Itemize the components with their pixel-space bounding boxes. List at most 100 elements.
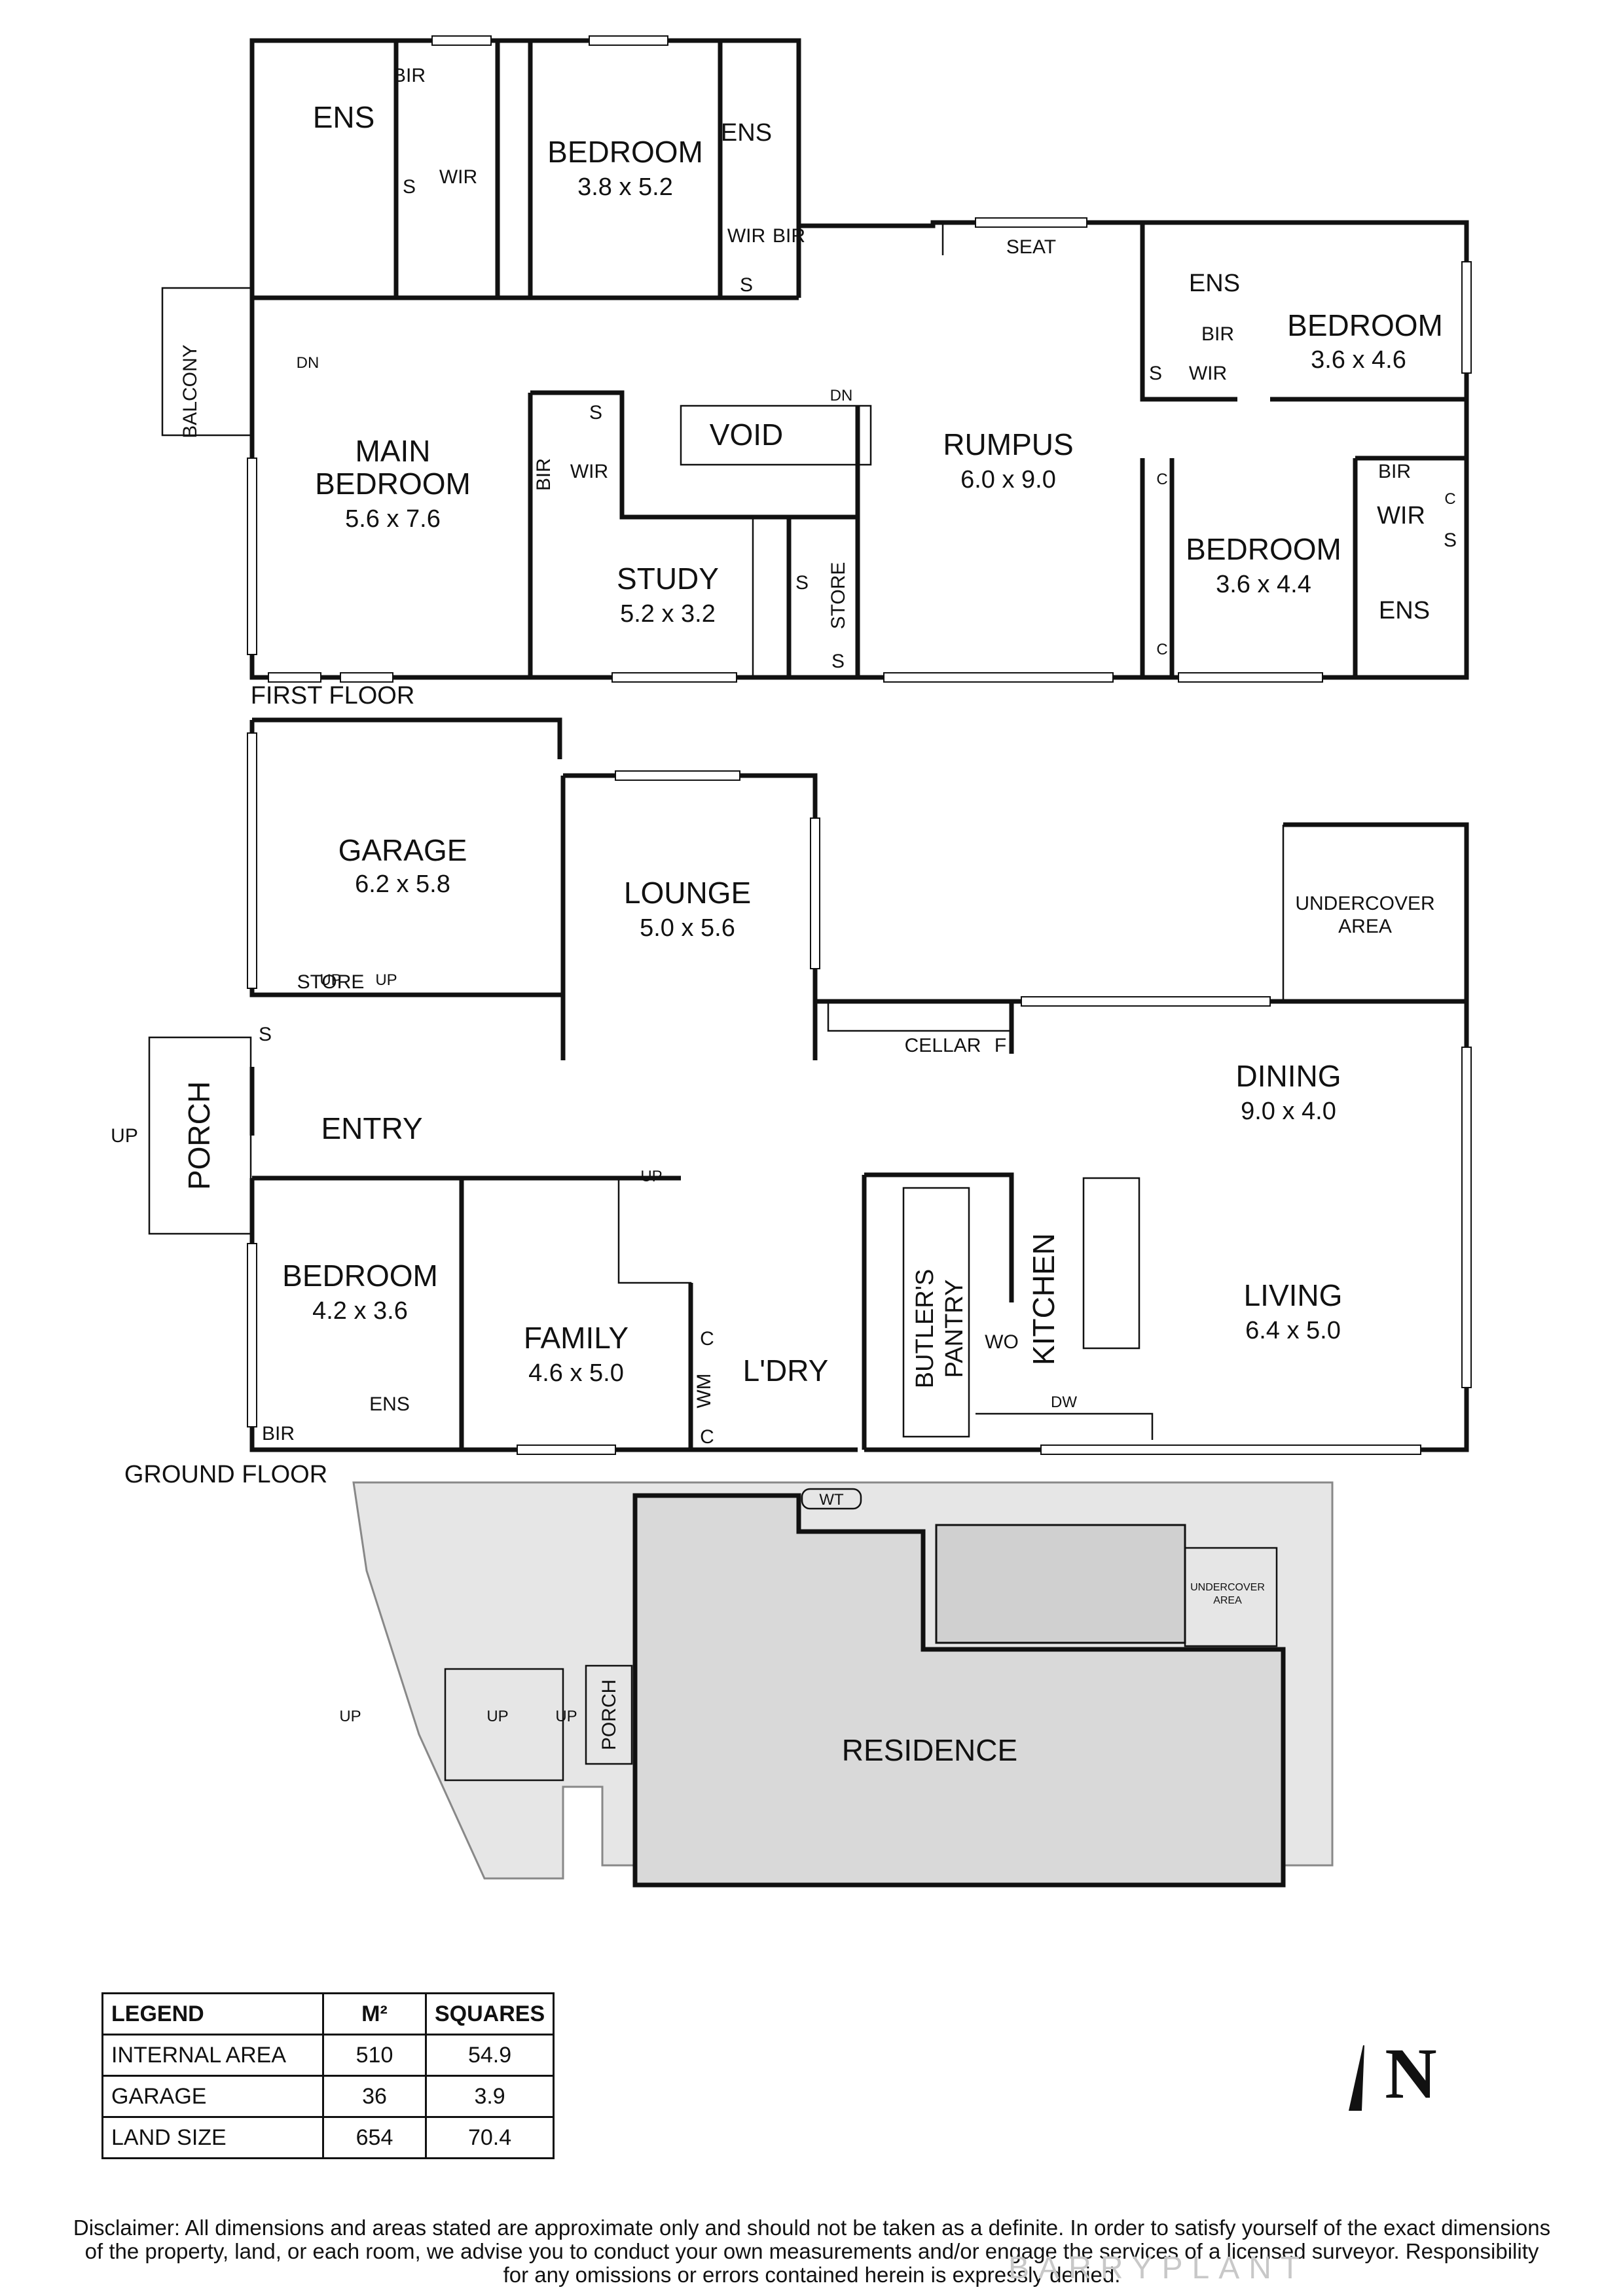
first-floor-title: FIRST FLOOR — [251, 682, 415, 709]
up-label: UP — [640, 1168, 662, 1185]
bir-label: BIR — [773, 225, 805, 247]
rumpus-dim: 6.0 x 9.0 — [960, 466, 1056, 493]
table-row: GARAGE 36 3.9 — [101, 2075, 555, 2118]
dn-label: DN — [297, 354, 319, 372]
wir-label: WIR — [727, 225, 765, 247]
wir-label: WIR — [439, 166, 477, 188]
butlers-pantry-label: BUTLER'S — [911, 1269, 939, 1389]
legend-cell: 36 — [322, 2075, 427, 2118]
ens-label: ENS — [1189, 270, 1240, 297]
disclaimer: Disclaimer: All dimensions and areas sta… — [52, 2216, 1571, 2287]
residence-label: RESIDENCE — [842, 1733, 1017, 1767]
main-bedroom-label: MAIN — [356, 434, 431, 468]
s-label: S — [1444, 529, 1457, 551]
disclaimer-line: of the property, land, or each room, we … — [84, 2239, 1539, 2263]
site-undercover-outline — [1184, 1547, 1278, 1647]
up-label: UP — [319, 971, 341, 989]
wir-label: WIR — [570, 461, 608, 482]
up-label: UP — [339, 1708, 361, 1725]
ens-label: ENS — [721, 119, 772, 147]
legend-cell: 54.9 — [424, 2034, 555, 2077]
ens-label: ENS — [313, 100, 375, 134]
main-bedroom-label-line2: BEDROOM — [315, 467, 471, 501]
s-label: S — [740, 274, 753, 296]
north-arrow-icon: N — [1349, 2042, 1437, 2113]
garage-dim: 6.2 x 5.8 — [355, 870, 450, 898]
bedroom-dim: 3.6 x 4.4 — [1216, 571, 1311, 598]
bedroom-label: BEDROOM — [282, 1259, 438, 1293]
bir-label: BIR — [1201, 323, 1234, 345]
wo-label: WO — [985, 1331, 1019, 1353]
legend-cell: 654 — [322, 2116, 427, 2159]
s-label: S — [403, 176, 416, 198]
legend-table: LEGEND M² SQUARES INTERNAL AREA 510 54.9… — [101, 1992, 555, 2159]
site-steps — [444, 1668, 564, 1782]
bedroom-dim: 4.2 x 3.6 — [312, 1297, 408, 1325]
garage-label: GARAGE — [338, 833, 467, 867]
porch-label: PORCH — [182, 1081, 216, 1190]
f-label: F — [994, 1035, 1006, 1056]
s-label: S — [259, 1024, 272, 1045]
dw-label: DW — [1051, 1393, 1077, 1411]
balcony-outline — [161, 287, 252, 437]
void-label: VOID — [710, 418, 783, 452]
lounge-label: LOUNGE — [624, 876, 751, 910]
site-porch-label: PORCH — [598, 1679, 620, 1750]
dn-label: DN — [830, 387, 853, 404]
s-label: S — [1149, 363, 1162, 384]
table-row: LAND SIZE 654 70.4 — [101, 2116, 555, 2159]
bir-label: BIR — [533, 458, 555, 491]
site-garage-block — [935, 1524, 1186, 1644]
s-label: S — [795, 572, 809, 594]
disclaimer-line: for any omissions or errors contained he… — [503, 2263, 1121, 2287]
up-label: UP — [111, 1125, 138, 1147]
bedroom-dim: 3.8 x 5.2 — [577, 173, 673, 201]
lounge-dim: 5.0 x 5.6 — [640, 914, 735, 942]
s-label: S — [589, 402, 602, 423]
first-floor-plan: ENS BIR WIR S BEDROOM 3.8 x 5.2 ENS WIR … — [161, 35, 1472, 709]
dining-dim: 9.0 x 4.0 — [1241, 1098, 1336, 1125]
undercover-label-line2: AREA — [1338, 916, 1392, 937]
study-label: STUDY — [617, 562, 719, 596]
cellar-label: CELLAR — [905, 1035, 981, 1056]
legend-header-row: LEGEND M² SQUARES — [101, 1992, 555, 2036]
table-row: INTERNAL AREA 510 54.9 — [101, 2034, 555, 2077]
balcony-label: BALCONY — [179, 344, 201, 438]
up-label: UP — [486, 1708, 508, 1725]
dining-label: DINING — [1236, 1059, 1341, 1093]
porch-outline — [148, 1036, 252, 1235]
butlers-pantry-label-line2: PANTRY — [941, 1280, 968, 1378]
disclaimer-line: Disclaimer: All dimensions and areas sta… — [73, 2215, 1551, 2240]
c-label: C — [1156, 471, 1167, 488]
site-plan: RESIDENCE PORCH WT UP UP UP UNDERCOVER A… — [339, 1481, 1334, 1888]
water-tank — [801, 1488, 862, 1510]
wir-label: WIR — [1189, 363, 1227, 384]
bedroom-label: BEDROOM — [1287, 308, 1443, 342]
bir-label: BIR — [393, 65, 426, 86]
legend-cell: 70.4 — [424, 2116, 555, 2159]
up-label: UP — [555, 1708, 577, 1725]
c-label: C — [1444, 490, 1455, 508]
legend-header-squares: SQUARES — [424, 1992, 555, 2036]
entry-label: ENTRY — [321, 1111, 422, 1145]
bedroom-label: BEDROOM — [547, 135, 703, 169]
s-label: S — [831, 651, 845, 672]
rumpus-label: RUMPUS — [943, 427, 1073, 461]
main-bedroom-dim: 5.6 x 7.6 — [345, 505, 441, 533]
site-undercover-label: UNDERCOVER — [1190, 1582, 1265, 1593]
kitchen-label: KITCHEN — [1027, 1233, 1061, 1365]
legend-header: LEGEND — [101, 1992, 324, 2036]
seat-label: SEAT — [1006, 236, 1056, 258]
site-porch-outline — [585, 1664, 633, 1765]
c-label: C — [1156, 641, 1167, 658]
c-label: C — [700, 1328, 714, 1350]
legend-cell: INTERNAL AREA — [101, 2034, 324, 2077]
undercover-label: UNDERCOVER — [1295, 893, 1434, 914]
living-dim: 6.4 x 5.0 — [1245, 1317, 1341, 1344]
ens-label: ENS — [1379, 597, 1430, 624]
legend-cell: 3.9 — [424, 2075, 555, 2118]
watermark: BARRYPLANT — [1008, 2251, 1309, 2286]
legend-cell: 510 — [322, 2034, 427, 2077]
store-label: STORE — [297, 971, 365, 993]
